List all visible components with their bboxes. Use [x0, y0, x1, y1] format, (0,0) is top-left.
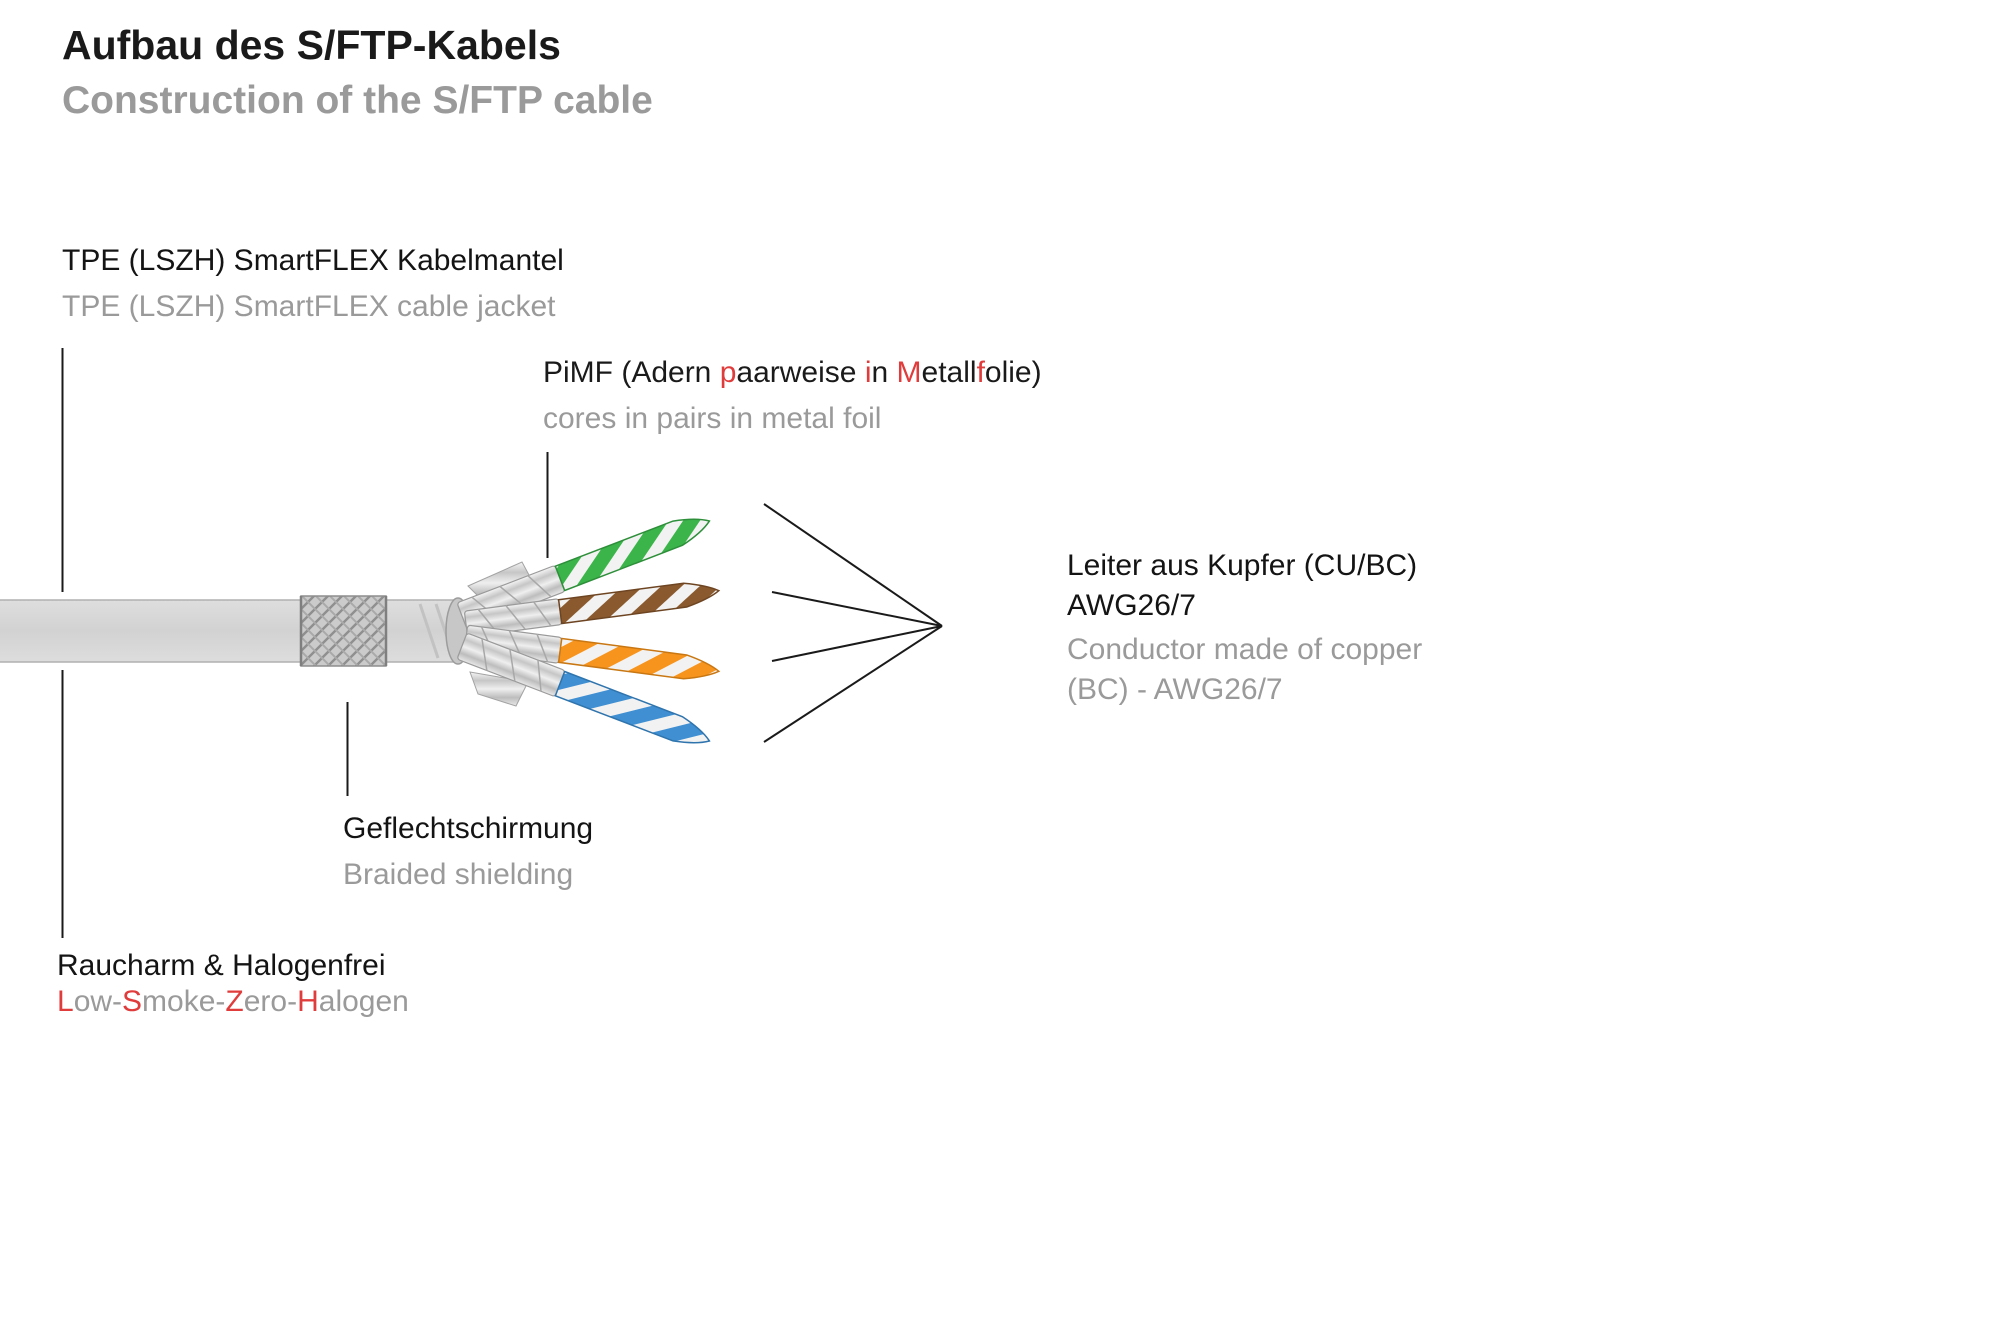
braid-shield-section [299, 595, 388, 667]
pair-twist [557, 637, 721, 680]
twisted-pair-blue [457, 633, 711, 744]
label-jacket: TPE (LSZH) SmartFLEX Kabelmantel TPE (LS… [62, 238, 564, 330]
cable-jacket [0, 599, 459, 663]
label-lszh-en: Low-Smoke-Zero-Halogen [57, 985, 409, 1018]
label-braid-de: Geflechtschirmung [343, 812, 594, 845]
pair-twist [554, 518, 711, 592]
fan-line-4 [763, 625, 943, 743]
label-lszh: Raucharm & Halogenfrei Low-Smoke-Zero-Ha… [57, 948, 409, 1020]
fan-line-1 [763, 503, 943, 627]
label-conductor-en1: Conductor made of copper [1067, 633, 1423, 666]
label-braid-en: Braided shielding [343, 858, 574, 891]
title-block: Aufbau des S/FTP-Kabels Construction of … [62, 22, 653, 123]
label-braid: Geflechtschirmung Braided shielding [343, 806, 593, 898]
label-conductor: Leiter aus Kupfer (CU/BC) AWG26/7 Conduc… [1067, 546, 1422, 710]
page-title-en: Construction of the S/FTP cable [62, 79, 653, 122]
label-jacket-en: TPE (LSZH) SmartFLEX cable jacket [62, 290, 556, 323]
label-pimf: PiMF (Adern paarweise in Metallfolie) co… [543, 350, 1042, 442]
leader-lines [61, 348, 943, 938]
label-lszh-de: Raucharm & Halogenfrei [57, 949, 386, 982]
label-conductor-de1: Leiter aus Kupfer (CU/BC) [1067, 549, 1418, 582]
pair-twist [554, 670, 711, 744]
fan-line-2 [771, 591, 943, 627]
fan-line-3 [771, 625, 943, 662]
label-pimf-en: cores in pairs in metal foil [543, 402, 882, 435]
label-conductor-de2: AWG26/7 [1067, 589, 1196, 622]
pair-twist [557, 582, 721, 625]
label-conductor-en2: (BC) - AWG26/7 [1067, 673, 1283, 706]
foil-creases [481, 638, 542, 692]
page-title-de: Aufbau des S/FTP-Kabels [62, 22, 561, 68]
label-pimf-de: PiMF (Adern paarweise in Metallfolie) [543, 356, 1042, 389]
label-jacket-de: TPE (LSZH) SmartFLEX Kabelmantel [62, 244, 564, 277]
twisted-pair-brown [464, 582, 721, 638]
